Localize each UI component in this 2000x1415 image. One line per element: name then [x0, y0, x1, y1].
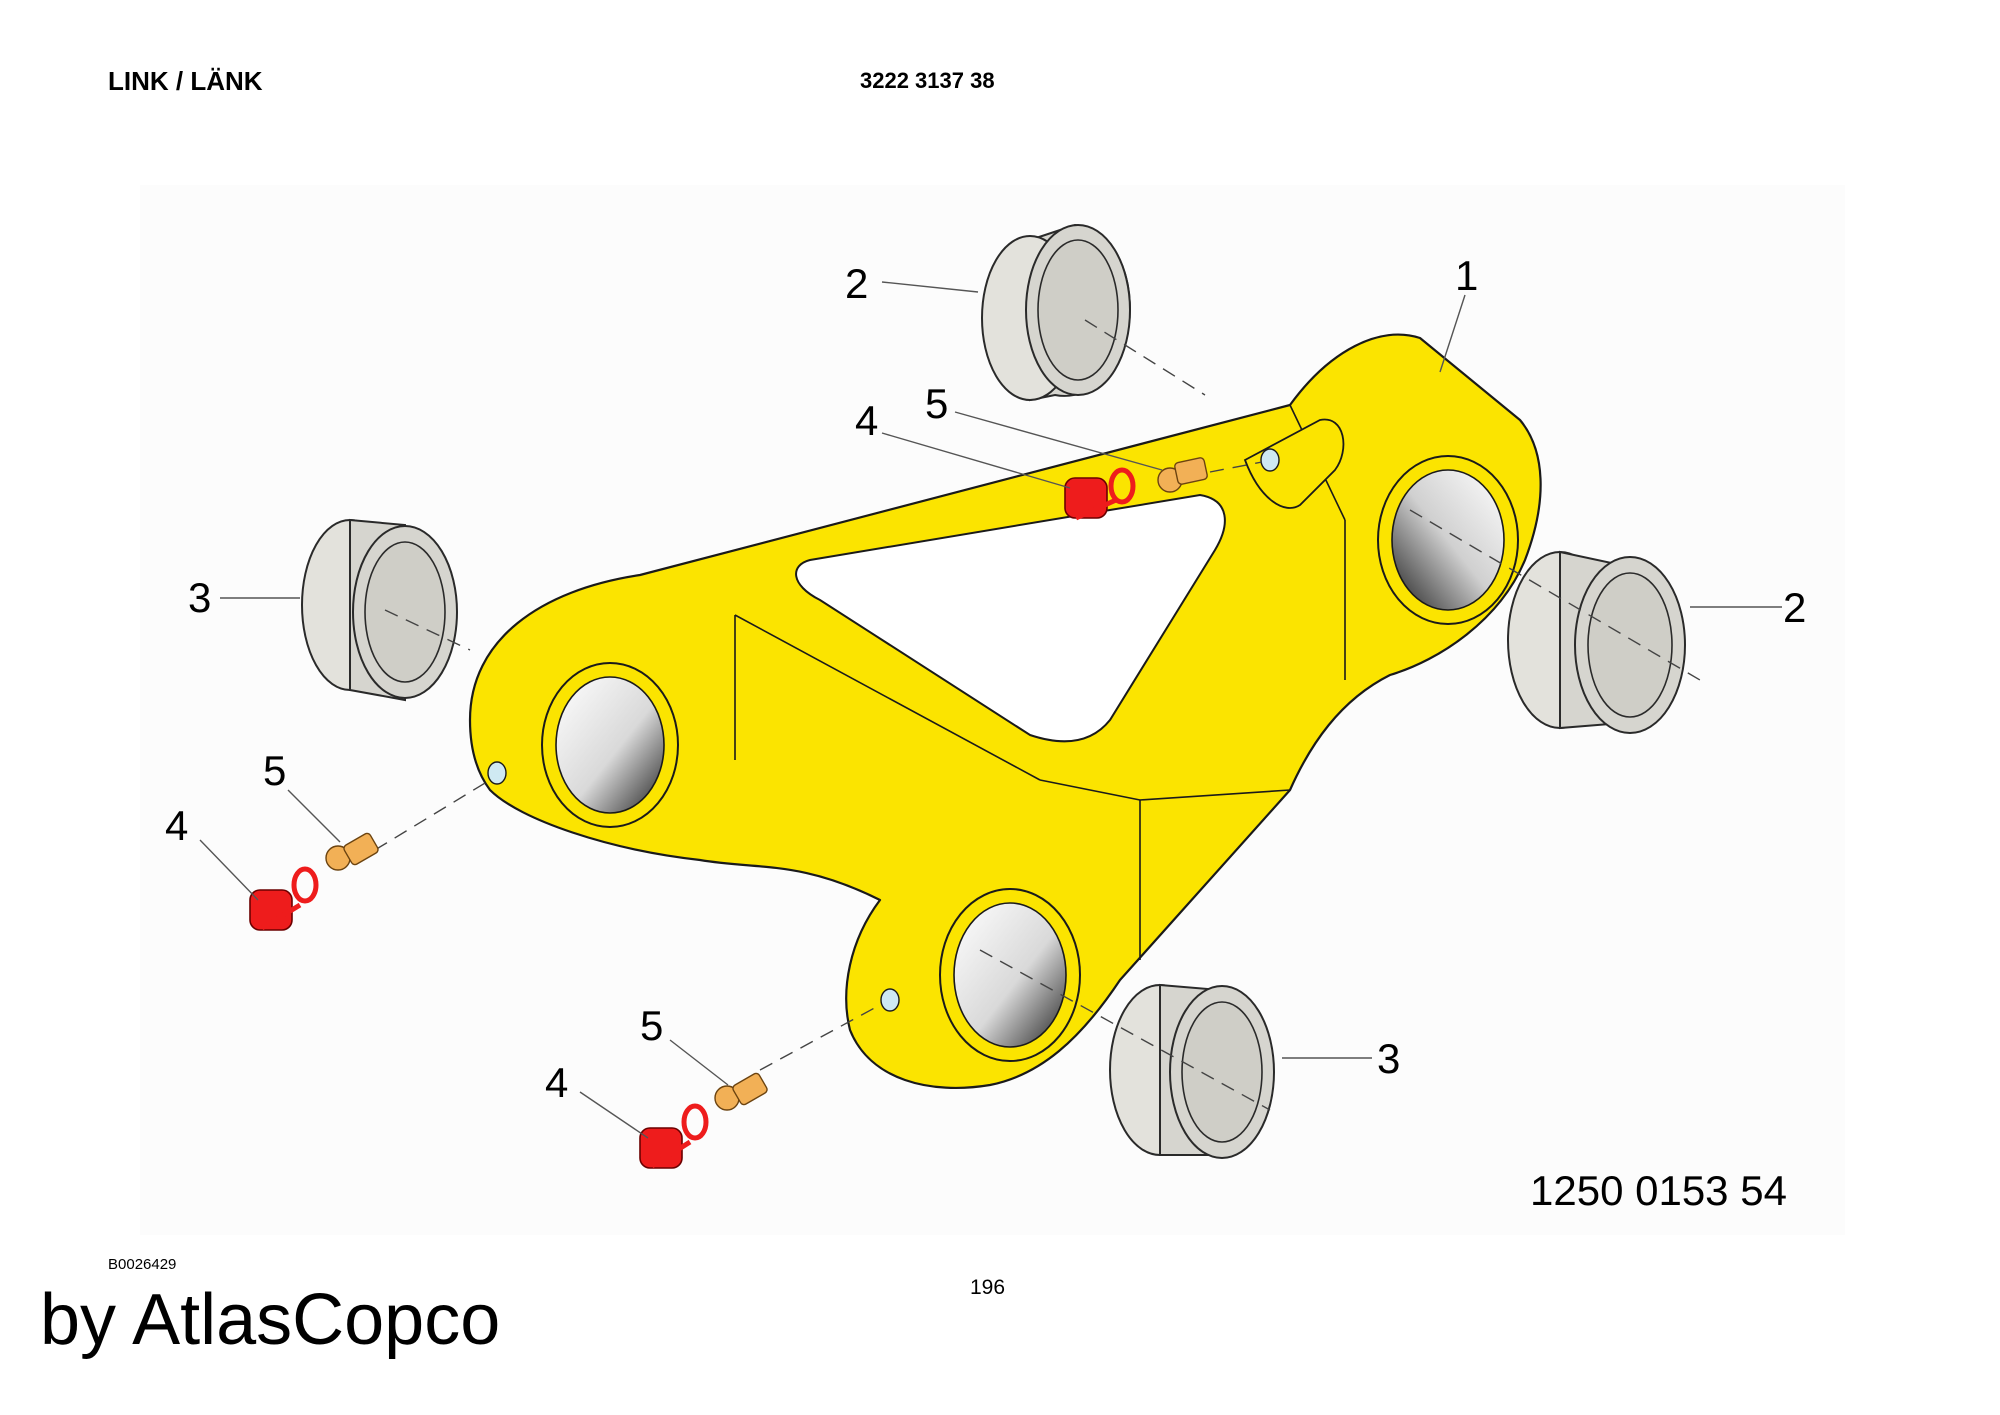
leader-5-top	[954, 411, 1163, 471]
axis-nipple-top	[1209, 461, 1263, 473]
bushing-right	[1507, 550, 1686, 734]
right-bore	[1391, 469, 1505, 611]
figure-reference: B0026429	[108, 1256, 177, 1273]
bushing-bottom	[1109, 983, 1275, 1159]
drawing-number: 1250 0153 54	[1530, 1167, 1787, 1214]
lube-hole-left	[487, 761, 507, 785]
callout-5-left: 5	[263, 747, 286, 794]
page-number: 196	[970, 1276, 1006, 1299]
leader-4-left	[199, 839, 259, 901]
leader-5-bottom	[669, 1039, 729, 1086]
leader-1	[1439, 294, 1466, 373]
bottom-bore	[953, 902, 1067, 1048]
leader-5-left	[287, 789, 341, 843]
link-body	[468, 333, 1542, 1089]
lube-hole-top	[1260, 448, 1280, 472]
callout-3-left: 3	[188, 574, 211, 621]
cap-top	[1064, 467, 1136, 521]
grease-nipple-left	[325, 832, 379, 871]
left-bore	[555, 676, 665, 814]
grease-nipple-top	[1157, 457, 1208, 493]
lube-hole-bottom	[880, 988, 900, 1012]
leader-4-bottom	[579, 1091, 649, 1139]
callout-5-top: 5	[925, 380, 948, 427]
callout-4-top: 4	[855, 397, 878, 444]
axis-left	[384, 609, 471, 651]
axis-bottom	[979, 949, 1271, 1111]
bushing-top	[981, 223, 1131, 402]
leader-4-top	[881, 432, 1071, 489]
callout-2-top: 2	[845, 260, 868, 307]
cap-bottom	[639, 1103, 709, 1169]
part-number: 3222 3137 38	[860, 68, 995, 93]
callout-4-left: 4	[165, 802, 188, 849]
callout-5-bottom: 5	[640, 1002, 663, 1049]
callout-3-bottom: 3	[1377, 1035, 1400, 1082]
leader-2-top	[881, 281, 979, 293]
callout-2-right: 2	[1783, 584, 1806, 631]
axis-right	[1409, 509, 1701, 681]
callout-4-bottom: 4	[545, 1059, 568, 1106]
brand-watermark: by AtlasCopco	[40, 1280, 501, 1360]
axis-top	[1084, 319, 1206, 396]
grease-nipple-bottom	[714, 1072, 768, 1111]
callout-1: 1	[1455, 252, 1478, 299]
cap-left	[249, 866, 319, 931]
bushing-left	[301, 518, 458, 702]
page-title: LINK / LÄNK	[108, 66, 263, 96]
